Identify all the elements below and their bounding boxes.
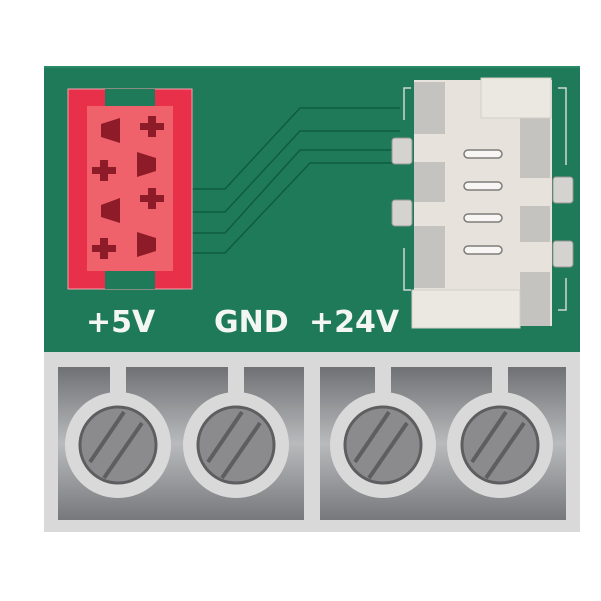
label-gnd: GND: [214, 305, 289, 340]
pcb-traces: [192, 107, 400, 254]
screw-heads: [78, 405, 540, 485]
label-plus24v: +24V: [309, 305, 400, 340]
screw-icon: [78, 405, 158, 485]
screw-terminal-block: [44, 352, 580, 532]
label-plus5v: +5V: [86, 305, 156, 340]
white-jst-connector: [391, 77, 574, 329]
red-header-connector: [67, 88, 193, 290]
screw-icon: [460, 405, 540, 485]
screw-icon: [196, 405, 276, 485]
screw-icon: [343, 405, 423, 485]
